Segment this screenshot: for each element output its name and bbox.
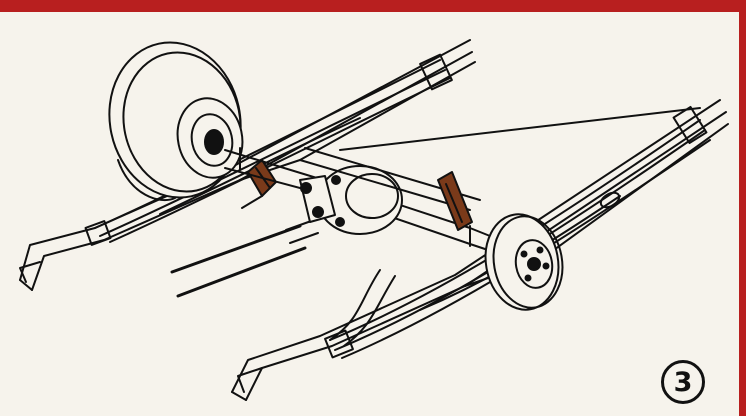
step-number-badge: 3 <box>661 360 705 404</box>
driveshaft <box>170 219 319 298</box>
top-border <box>0 0 746 12</box>
left-wheel <box>108 41 244 202</box>
right-brake-drum <box>484 213 564 311</box>
right-border <box>739 0 746 416</box>
differential <box>299 165 403 235</box>
right-shock-absorber <box>437 171 473 231</box>
right-frame-rail <box>231 99 729 401</box>
